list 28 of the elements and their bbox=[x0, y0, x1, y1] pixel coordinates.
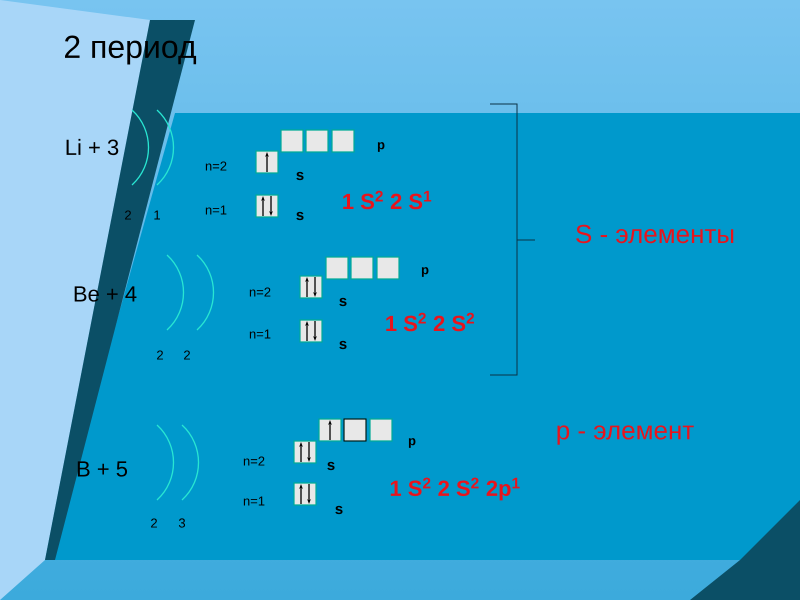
element-label: B + 5 bbox=[78, 461, 128, 477]
level-label: n=1 bbox=[244, 496, 264, 506]
configuration-formula: 1 S$^{2}$ 2 S$^{2}$ bbox=[386, 312, 474, 332]
sublevel-label: s bbox=[339, 298, 347, 306]
level-label: n=2 bbox=[206, 161, 226, 171]
sublevel-label: s bbox=[296, 212, 304, 220]
group-label: p - элемент bbox=[557, 425, 694, 445]
level-label: n=1 bbox=[206, 206, 226, 214]
shell-count: 2 bbox=[184, 350, 190, 360]
sublevel-label: s bbox=[296, 172, 304, 180]
sublevel-label: s bbox=[327, 462, 335, 470]
sublevel-label: s bbox=[339, 340, 347, 350]
configuration-formula: 1 S$^{2}$ 2 S$^{1}$ bbox=[343, 190, 432, 210]
shell-count: 2 bbox=[157, 350, 163, 360]
sublevel-label: s bbox=[335, 506, 343, 514]
element-label: Li + 3 bbox=[66, 138, 118, 156]
level-label: n=2 bbox=[250, 287, 270, 297]
configuration-formula: 1 S$^{2}$ 2 S$^{2}$ 2p$^{1}$ bbox=[390, 478, 520, 500]
group-label: S - элементы bbox=[576, 224, 734, 244]
sublevel-label: p bbox=[408, 438, 416, 448]
shell-count: 2 bbox=[125, 210, 131, 220]
level-label: n=1 bbox=[250, 330, 270, 338]
sublevel-label: p bbox=[422, 267, 428, 277]
sublevel-label: p bbox=[378, 142, 384, 152]
shell-count: 3 bbox=[178, 518, 186, 528]
shell-count: 1 bbox=[154, 210, 160, 220]
level-label: n=2 bbox=[244, 456, 264, 466]
shell-count: 2 bbox=[151, 518, 157, 528]
